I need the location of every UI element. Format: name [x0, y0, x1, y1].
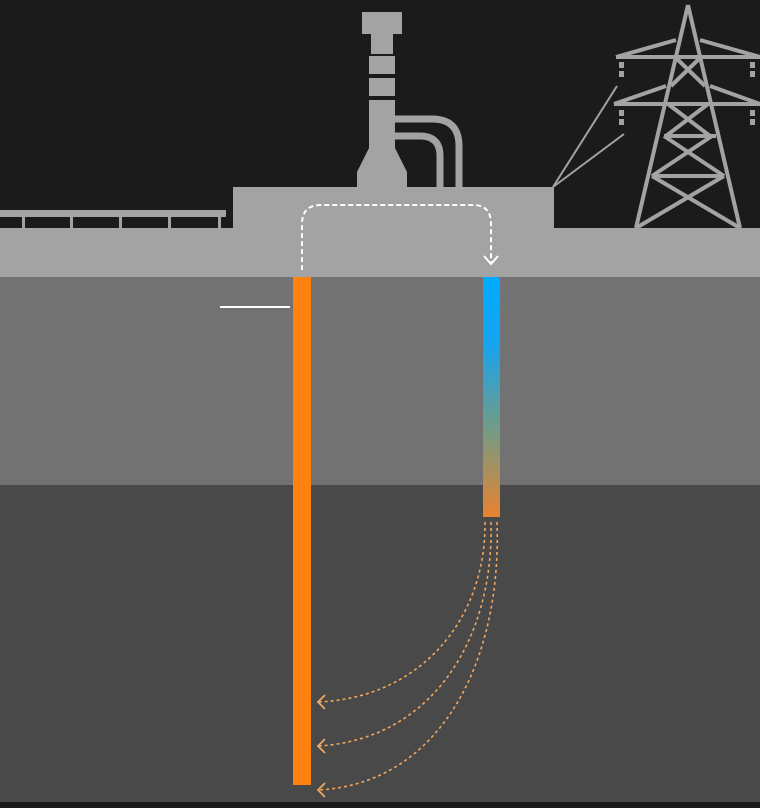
reservoir-flow-arrows — [317, 521, 499, 791]
reservoir-flow-arrow-3 — [317, 521, 499, 791]
reservoir-flow-arrow-2 — [317, 521, 492, 747]
production-well — [293, 277, 311, 785]
power-line — [552, 85, 625, 188]
power-plant-icon — [233, 12, 554, 229]
surface-ground — [0, 228, 760, 277]
transmission-tower-icon — [613, 4, 760, 230]
reservoir-flow-arrow-1 — [317, 521, 486, 703]
reservoir-layer — [0, 485, 760, 802]
injection-well — [483, 277, 500, 517]
arrow-head-icon — [316, 694, 326, 798]
arrow-head-icon — [483, 255, 499, 266]
surface-flow-arrow — [301, 204, 492, 270]
insulator-icon — [619, 62, 755, 125]
solar-panel-icon — [0, 210, 226, 228]
steam-pipe-icon — [395, 115, 463, 187]
upper-rock-layer — [0, 277, 760, 485]
